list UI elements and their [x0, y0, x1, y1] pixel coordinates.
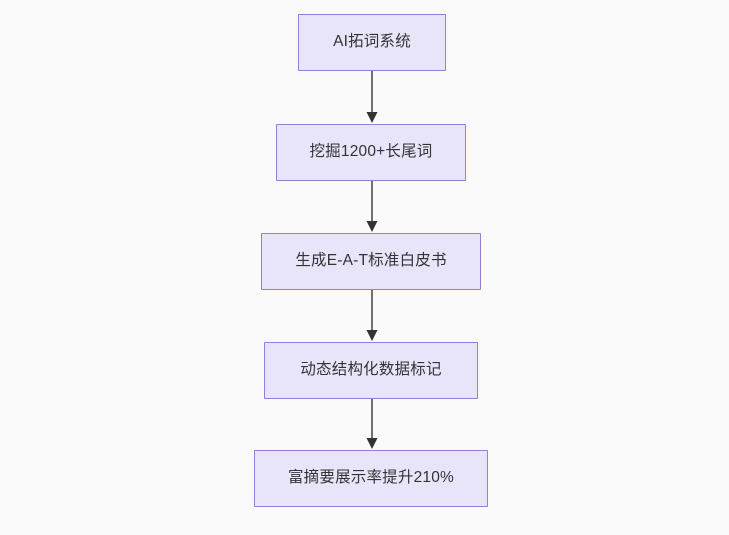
- node-mine-longtail-keywords[interactable]: 挖掘1200+长尾词: [276, 124, 466, 181]
- node-label: 富摘要展示率提升210%: [287, 469, 455, 487]
- node-label: 挖掘1200+长尾词: [309, 143, 433, 161]
- node-generate-eat-whitepaper[interactable]: 生成E-A-T标准白皮书: [261, 233, 481, 290]
- node-label: 生成E-A-T标准白皮书: [295, 252, 447, 270]
- node-rich-snippet-rate-increase[interactable]: 富摘要展示率提升210%: [254, 450, 488, 507]
- node-dynamic-structured-data-markup[interactable]: 动态结构化数据标记: [264, 342, 478, 399]
- edge-n2-to-n3: [357, 181, 387, 233]
- node-label: 动态结构化数据标记: [300, 361, 442, 379]
- node-label: AI拓词系统: [333, 33, 411, 51]
- edge-n3-to-n4: [357, 290, 387, 342]
- node-ai-keyword-system[interactable]: AI拓词系统: [298, 14, 446, 71]
- edge-n1-to-n2: [357, 71, 387, 124]
- edge-n4-to-n5: [357, 399, 387, 450]
